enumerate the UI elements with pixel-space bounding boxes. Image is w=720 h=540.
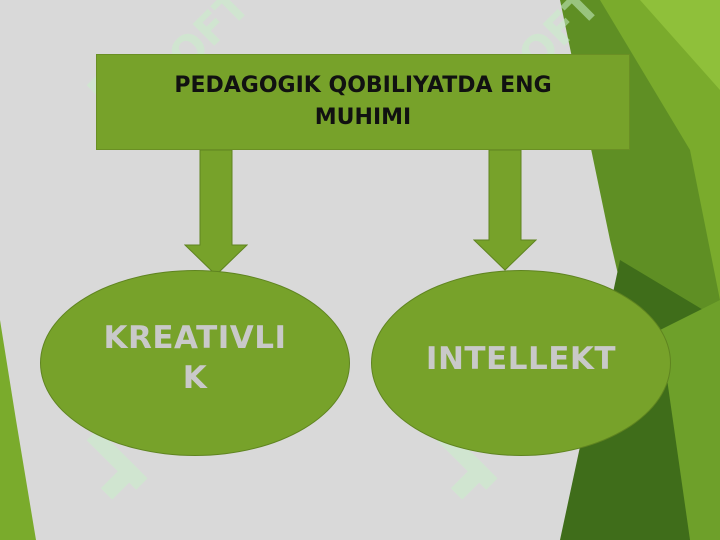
right-facet-light bbox=[600, 0, 720, 300]
arrow-left bbox=[184, 150, 248, 276]
right-facet-bottom-light bbox=[660, 300, 720, 540]
left-facet bbox=[0, 320, 36, 540]
node-right: INTELLEKT bbox=[371, 270, 671, 456]
right-facet-top bbox=[640, 0, 720, 90]
arrow-right bbox=[473, 150, 537, 271]
node-right-label: INTELLEKT bbox=[425, 341, 617, 377]
node-left: KREATIVLIK bbox=[40, 270, 350, 456]
node-left-label: KREATIVLIK bbox=[103, 320, 287, 396]
title-text: PEDAGOGIK QOBILIYATDA ENG MUHIMI bbox=[174, 73, 552, 130]
title-box: PEDAGOGIK QOBILIYATDA ENG MUHIMI bbox=[96, 54, 630, 150]
